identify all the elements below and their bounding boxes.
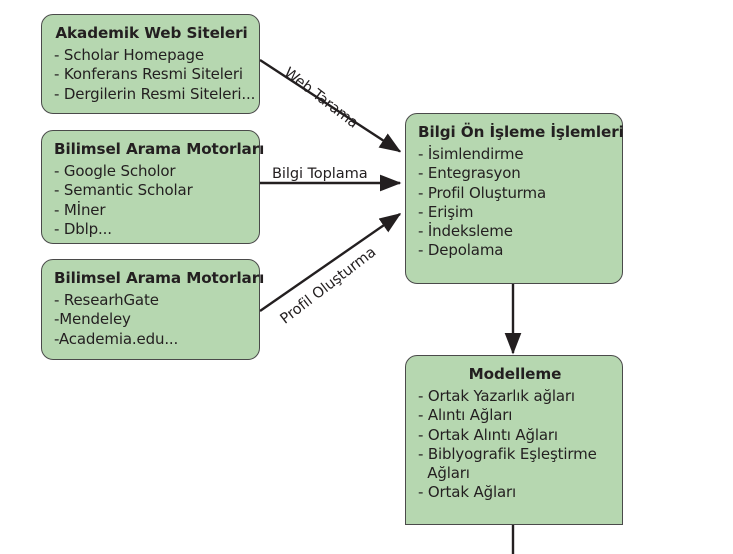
- node-bilgi-on-isleme-islemleri[interactable]: Bilgi Ön İşleme İşlemleri - İsimlendirme…: [405, 113, 624, 284]
- node-title: Modelleme: [468, 365, 562, 383]
- list-item: - İsimlendirme: [418, 145, 524, 163]
- list-item: - Semantic Scholar: [54, 181, 193, 200]
- list-item: -Mendeley: [54, 310, 131, 329]
- node-bilimsel-arama-motorlari-1[interactable]: Bilimsel Arama Motorları - Google Scholo…: [41, 130, 265, 244]
- node-bilimsel-arama-motorlari-2[interactable]: Bilimsel Arama Motorları - ResearhGate -…: [41, 259, 265, 360]
- node-akademik-web-siteleri[interactable]: Akademik Web Siteleri - Scholar Homepage…: [41, 14, 260, 114]
- list-item: - Dergilerin Resmi Siteleri...: [54, 84, 256, 103]
- node-item-list: - Google Scholor - Semantic Scholar - Mİ…: [54, 162, 249, 239]
- node-title: Bilgi Ön İşleme İşlemleri: [418, 123, 624, 141]
- list-item: - Ortak Alıntı Ağları: [418, 425, 558, 444]
- list-item: - Ortak Ağları: [418, 483, 517, 502]
- list-item: - Dblp...: [54, 219, 112, 238]
- list-item: - İndeksleme: [418, 222, 513, 241]
- list-item: - Scholar Homepage: [54, 46, 204, 64]
- edge-label-web-tarama: Web Tarama: [280, 64, 362, 132]
- list-item: -Academia.edu...: [54, 329, 179, 348]
- list-item: - Mİner: [54, 200, 106, 219]
- list-item: - Ortak Yazarlık ağları: [418, 387, 575, 405]
- list-item: - Depolama: [418, 241, 504, 260]
- node-title: Bilimsel Arama Motorları: [54, 140, 265, 158]
- node-item-list: - Ortak Yazarlık ağları - Alıntı Ağları …: [418, 387, 612, 503]
- node-item-list: - İsimlendirme - Entegrasyon - Profil Ol…: [418, 145, 612, 261]
- list-item: Ağları: [418, 464, 470, 483]
- list-item: - Google Scholor: [54, 162, 176, 180]
- list-item: - ResearhGate: [54, 291, 159, 309]
- node-item-list: - ResearhGate -Mendeley -Academia.edu...: [54, 291, 249, 349]
- list-item: - Konferans Resmi Siteleri: [54, 65, 243, 84]
- node-modelleme[interactable]: Modelleme - Ortak Yazarlık ağları - Alın…: [405, 355, 623, 525]
- list-item: - Erişim: [418, 202, 474, 221]
- edge-label-bilgi-toplama: Bilgi Toplama: [272, 165, 368, 182]
- edge-label-profil-olusturma: Profil Oluşturma: [277, 243, 380, 328]
- node-item-list: - Scholar Homepage - Konferans Resmi Sit…: [54, 46, 256, 104]
- edge-profil-olusturma: [259, 213, 402, 312]
- list-item: - Biblyografik Eşleştirme: [418, 444, 597, 463]
- node-title: Akademik Web Siteleri: [55, 24, 248, 42]
- list-item: - Alıntı Ağları: [418, 406, 513, 425]
- list-item: - Profil Oluşturma: [418, 183, 547, 202]
- node-title: Bilimsel Arama Motorları: [54, 269, 265, 287]
- list-item: - Entegrasyon: [418, 164, 521, 183]
